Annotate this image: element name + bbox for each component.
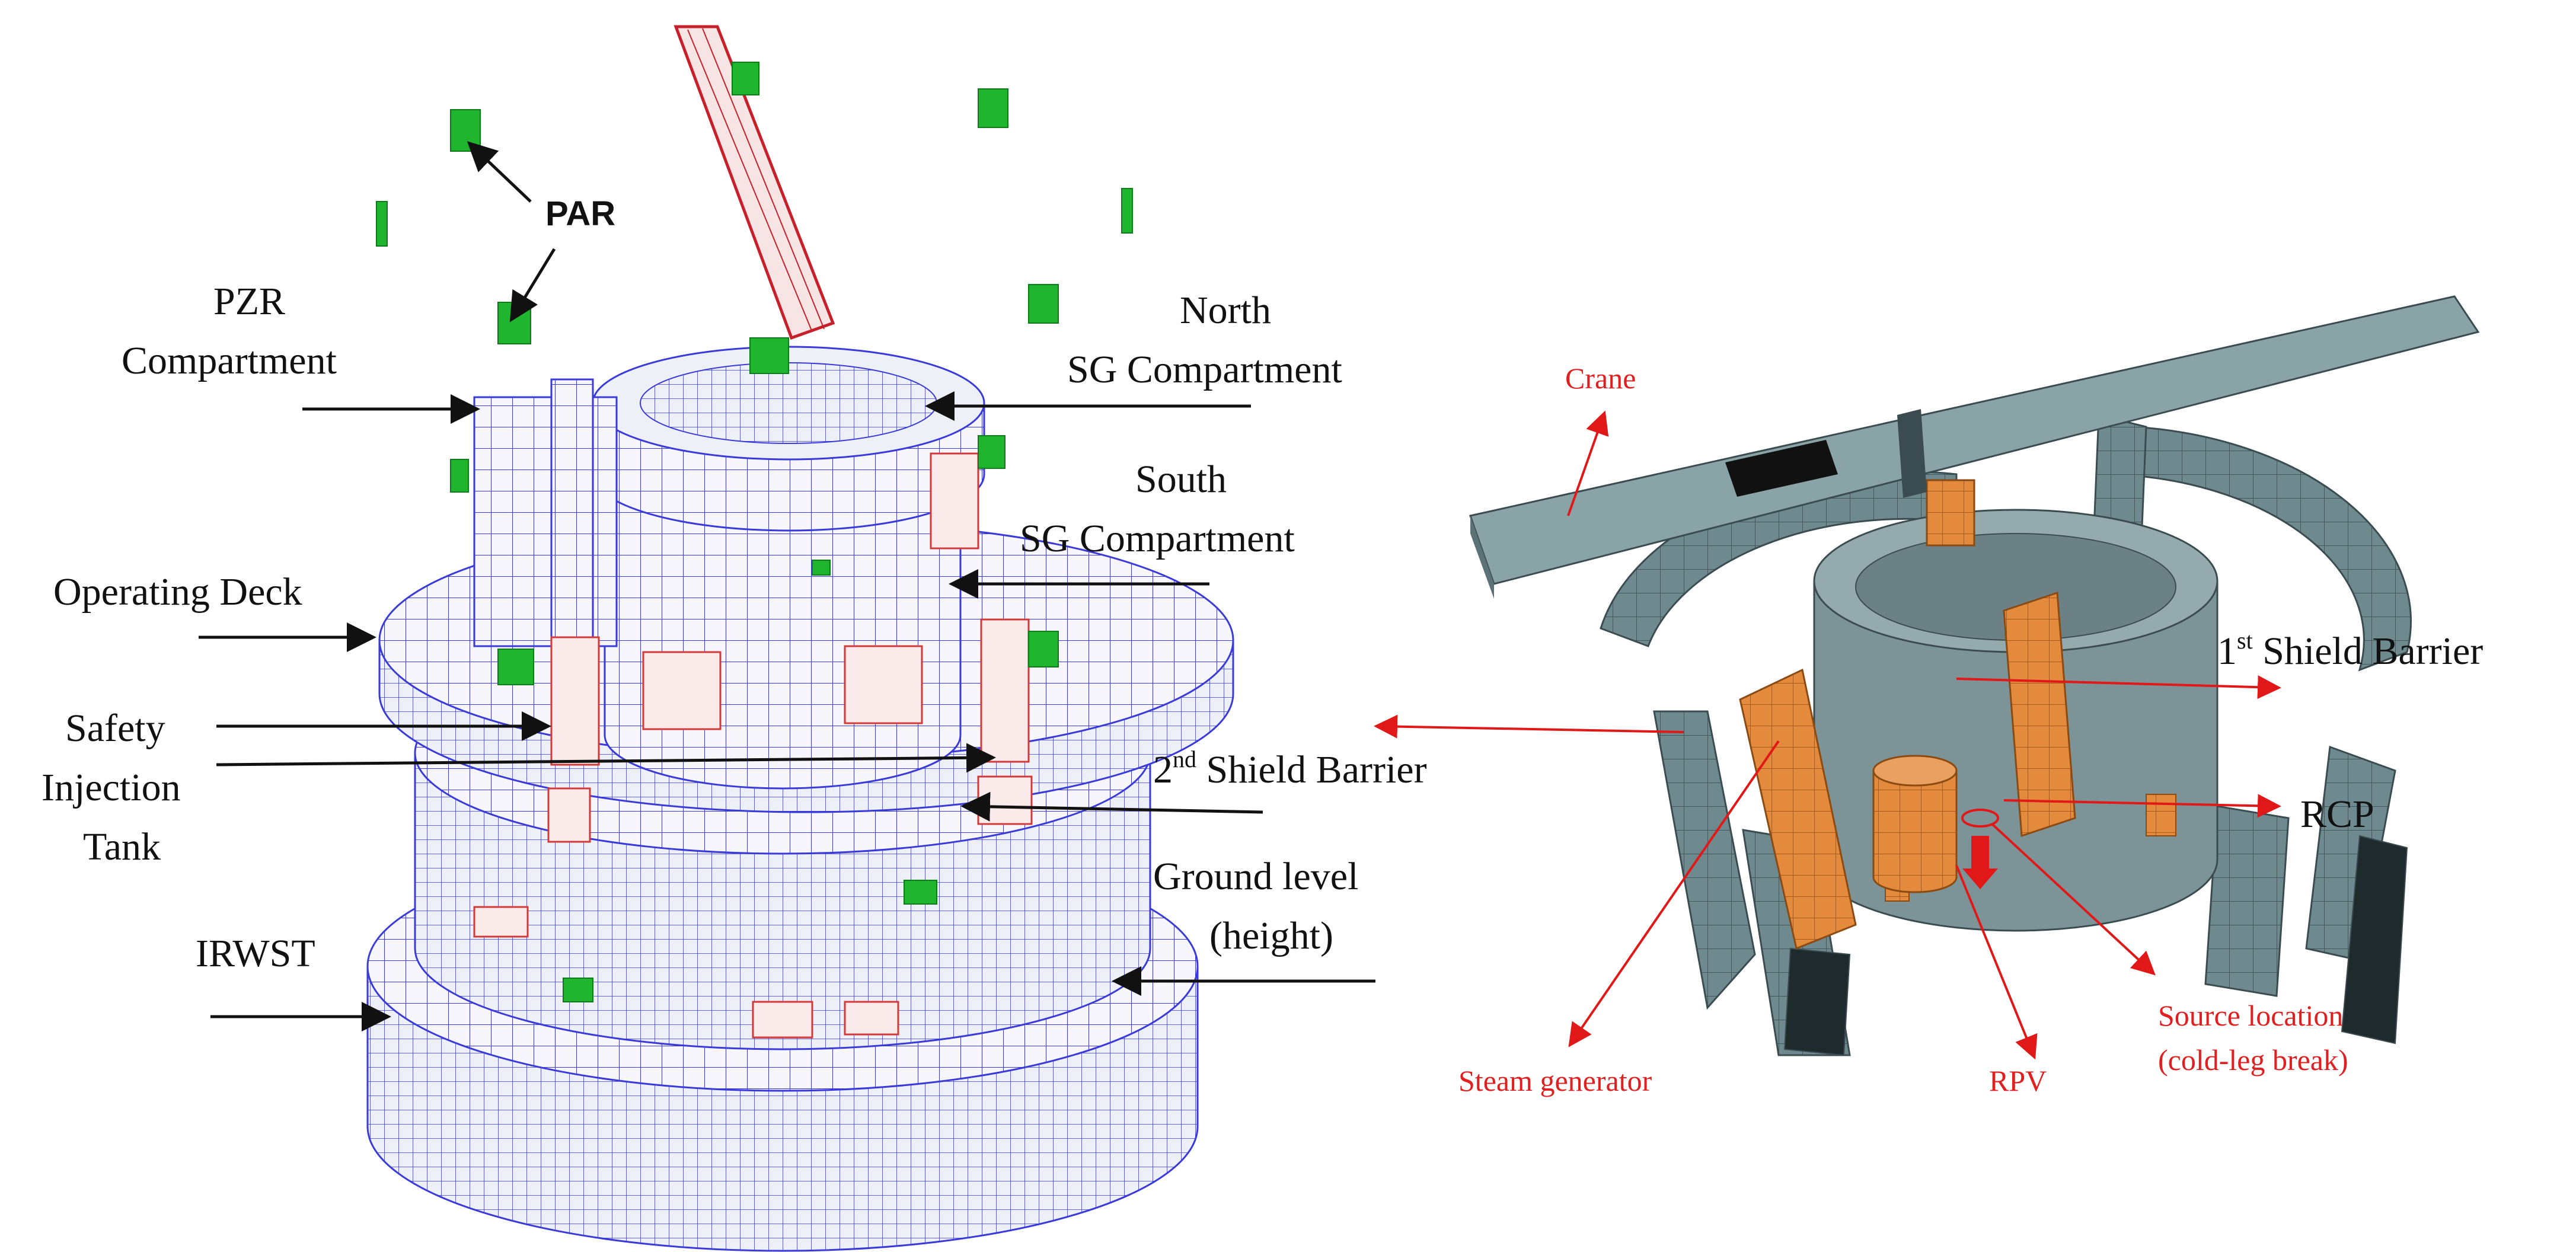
steam-generator-label: Steam generator [1458,1064,1652,1097]
par-label: PAR [545,194,615,233]
safety-injection-tanks [473,452,1033,1039]
par-units [376,62,1133,1002]
north-sg-label-line2: SG Compartment [1067,348,1342,391]
left-callout-arrows [199,141,1375,1031]
south-sg-label-line1: South [1135,458,1227,501]
source-location-label-line1: Source location [2158,999,2343,1032]
operating-deck-label: Operating Deck [53,570,302,614]
pzr-tower [473,378,618,647]
rpv-vessel [1872,755,1999,893]
second-shield-barrier-label: 2nd Shield Barrier [1153,746,1427,791]
pzr-label-line1: PZR [213,280,285,323]
crane-label: Crane [1565,362,1636,395]
right-crane [1469,295,2480,599]
sit-label-line1: Safety [65,707,165,750]
rcp-label: RCP [2300,793,2374,836]
pzr-label-line2: Compartment [122,339,337,382]
right-cutaway-model: Crane 1st Shield Barrier RCP Steam gener… [1374,295,2483,1097]
south-sg-label-line2: SG Compartment [1020,517,1295,560]
top-ring [592,346,985,532]
left-crane [673,25,835,340]
ground-level-label-line1: Ground level [1153,855,1358,898]
source-location-label-line2: (cold-leg break) [2158,1043,2348,1077]
left-containment-model: PAR PZR Compartment North SG Compartment… [42,25,1427,1252]
irwst-label: IRWST [196,932,315,975]
first-shield-barrier-label: 1st Shield Barrier [2217,627,2483,673]
right-callout-arrows [1374,410,2281,1060]
north-sg-label-line1: North [1180,289,1271,332]
rpv-label: RPV [1989,1064,2047,1097]
ground-level-label-line2: (height) [1209,914,1333,957]
sit-label-line2: Injection [42,766,181,809]
steam-generators [1739,479,2176,950]
sit-label-line3: Tank [83,825,161,868]
